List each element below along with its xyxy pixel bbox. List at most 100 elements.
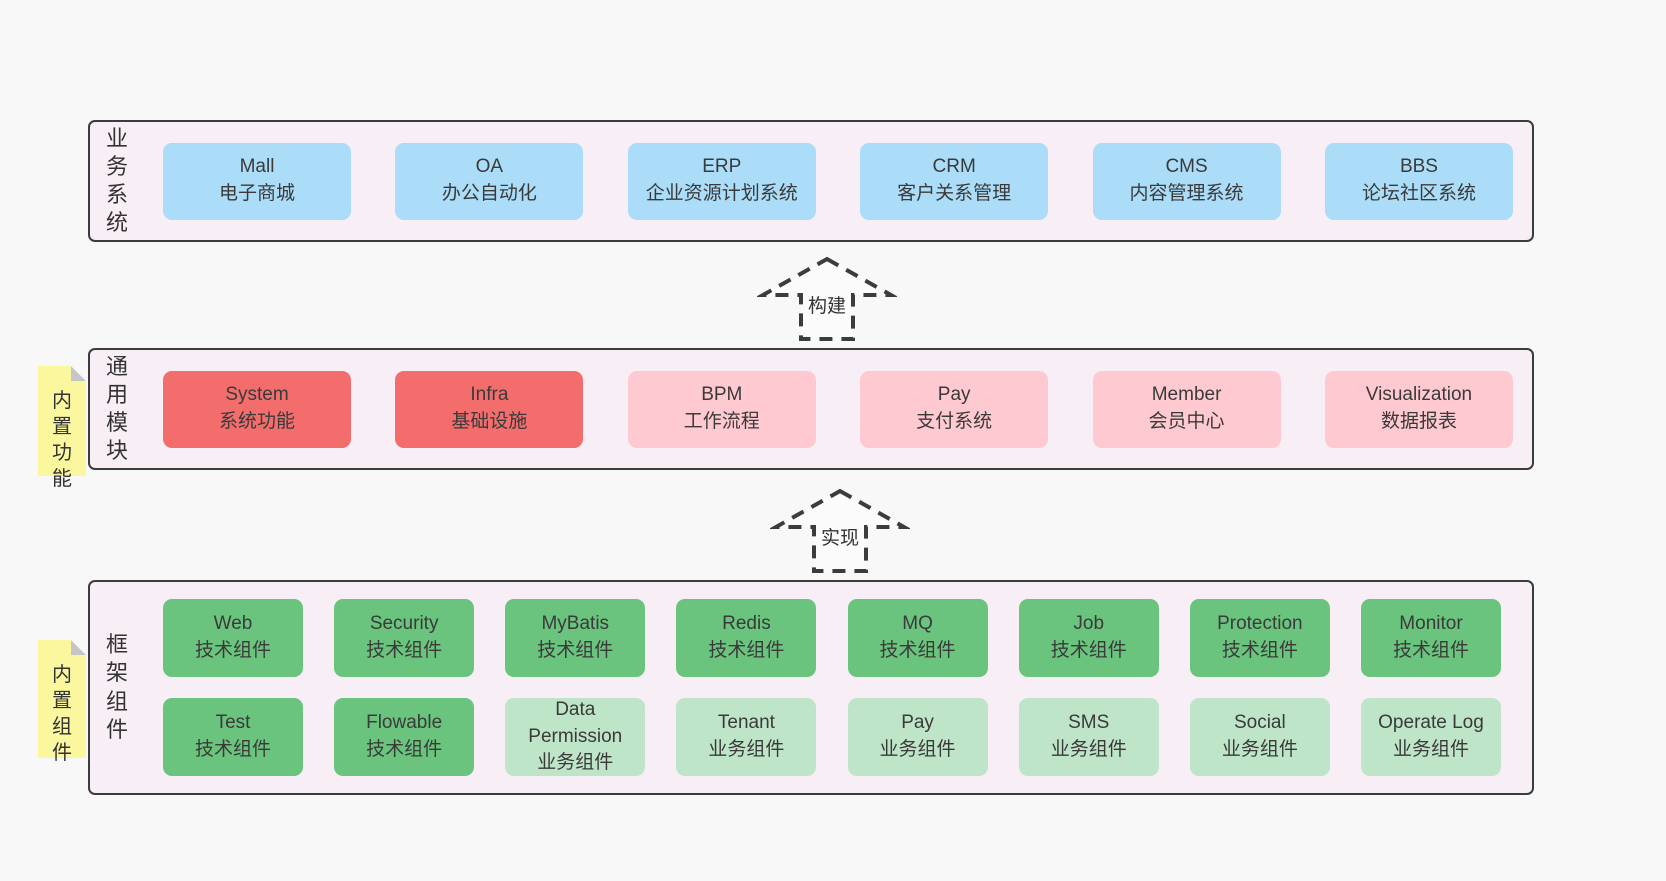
box-title: Pay [901,712,934,734]
box-subtitle: 系统功能 [218,411,295,432]
box-title: ERP [702,156,742,178]
box-subtitle: 业务组件 [879,739,956,760]
panel-common-modules: 通用模块 System 系统功能 Infra 基础设施 BPM 工作流程 Pay… [88,348,1534,470]
box-subtitle: 工作流程 [683,411,760,432]
box-subtitle: 论坛社区系统 [1361,183,1476,204]
box-infra: Infra 基础设施 [395,370,584,448]
box-security: Security 技术组件 [334,599,475,677]
components-rows: Web 技术组件 Security 技术组件 MyBatis 技术组件 Redi… [163,599,1532,776]
box-subtitle: 业务组件 [537,752,614,774]
box-crm: CRM 客户关系管理 [860,142,1049,220]
box-title: Monitor [1399,613,1463,635]
box-subtitle: 支付系统 [916,411,993,432]
arrow-implement: 实现 [770,487,910,575]
business-boxes-row: Mall 电子商城 OA 办公自动化 ERP 企业资源计划系统 CRM 客户关系… [163,142,1532,220]
box-system: System 系统功能 [163,370,351,448]
box-subtitle: 业务组件 [1050,739,1127,760]
box-title: Member [1151,384,1222,406]
box-cms: CMS 内容管理系统 [1092,142,1281,220]
box-subtitle: 业务组件 [708,739,785,760]
box-web: Web 技术组件 [163,599,303,677]
box-subtitle: 业务组件 [1392,739,1469,760]
box-title: Redis [722,613,771,635]
box-title: Web [213,613,253,635]
box-subtitle: 基础设施 [451,411,528,432]
box-title: Data Permission [528,698,623,747]
box-title: MQ [902,613,933,635]
sticky-note-built-in-functions: 内置功能 [38,366,86,490]
box-mall: Mall 电子商城 [163,142,351,220]
modules-boxes-row: System 系统功能 Infra 基础设施 BPM 工作流程 Pay 支付系统… [163,370,1532,448]
panel-components-label: 框架组件 [105,632,128,742]
box-title: System [225,384,289,406]
panel-modules-label: 通用模块 [105,353,128,464]
box-member: Member 会员中心 [1092,370,1281,448]
box-subtitle: 办公自动化 [441,183,537,204]
box-title: BBS [1399,156,1438,178]
box-subtitle: 数据报表 [1380,411,1457,432]
box-pay-system: Pay 支付系统 [860,370,1049,448]
panel-framework-components: 框架组件 Web 技术组件 Security 技术组件 MyBatis 技术组件… [88,580,1534,795]
box-title: Tenant [717,712,775,734]
box-title: Infra [470,384,509,406]
box-job: Job 技术组件 [1018,599,1159,677]
box-sms: SMS 业务组件 [1018,698,1159,776]
box-oa: OA 办公自动化 [395,142,584,220]
box-subtitle: 内容管理系统 [1129,183,1244,204]
box-flowable: Flowable 技术组件 [334,698,475,776]
box-title: SMS [1068,712,1110,734]
box-redis: Redis 技术组件 [676,599,817,677]
sticky-note-built-in-components: 内置组件 [38,640,86,764]
box-bbs: BBS 论坛社区系统 [1324,142,1513,220]
box-title: MyBatis [541,613,610,635]
box-title: Visualization [1365,384,1473,406]
box-title: Pay [937,384,971,406]
box-title: CMS [1165,156,1208,178]
box-protection: Protection 技术组件 [1189,599,1330,677]
box-title: Security [369,613,439,635]
arrow-build: 构建 [757,255,897,343]
box-subtitle: 技术组件 [194,739,271,760]
box-title: Mall [239,156,275,178]
box-bpm: BPM 工作流程 [627,370,816,448]
box-subtitle: 客户关系管理 [897,183,1012,204]
box-title: Social [1233,712,1286,734]
panel-business-label: 业务系统 [105,125,128,236]
box-pay-component: Pay 业务组件 [847,698,988,776]
box-subtitle: 技术组件 [1221,640,1298,661]
box-erp: ERP 企业资源计划系统 [627,142,816,220]
box-operate-log: Operate Log 业务组件 [1360,698,1501,776]
box-test: Test 技术组件 [163,698,303,776]
arrow-implement-label: 实现 [770,523,910,550]
box-title: Protection [1217,613,1303,635]
box-mybatis: MyBatis 技术组件 [505,599,646,677]
box-monitor: Monitor 技术组件 [1360,599,1501,677]
sticky-text: 内置组件 [52,664,72,764]
sticky-text: 内置功能 [52,390,72,490]
arrow-build-label: 构建 [757,291,897,318]
panel-business-systems: 业务系统 Mall 电子商城 OA 办公自动化 ERP 企业资源计划系统 CRM… [88,120,1534,242]
box-title: Flowable [366,712,443,734]
box-data-permission: Data Permission 业务组件 [505,698,646,776]
box-subtitle: 技术组件 [194,640,271,661]
box-tenant: Tenant 业务组件 [676,698,817,776]
box-subtitle: 技术组件 [1392,640,1469,661]
box-subtitle: 技术组件 [1050,640,1127,661]
box-title: Job [1073,613,1105,635]
box-title: OA [475,156,504,178]
box-title: CRM [932,156,976,178]
box-subtitle: 企业资源计划系统 [645,183,798,204]
components-row-2: Test 技术组件 Flowable 技术组件 Data Permission … [163,698,1532,776]
box-visualization: Visualization 数据报表 [1324,370,1513,448]
box-subtitle: 技术组件 [879,640,956,661]
box-social: Social 业务组件 [1189,698,1330,776]
box-title: Operate Log [1378,712,1484,734]
box-mq: MQ 技术组件 [847,599,988,677]
box-subtitle: 技术组件 [366,739,443,760]
box-subtitle: 技术组件 [366,640,443,661]
box-title: BPM [701,384,743,406]
box-subtitle: 会员中心 [1148,411,1225,432]
box-title: Test [215,712,251,734]
box-subtitle: 电子商城 [218,183,295,204]
box-subtitle: 技术组件 [537,640,614,661]
